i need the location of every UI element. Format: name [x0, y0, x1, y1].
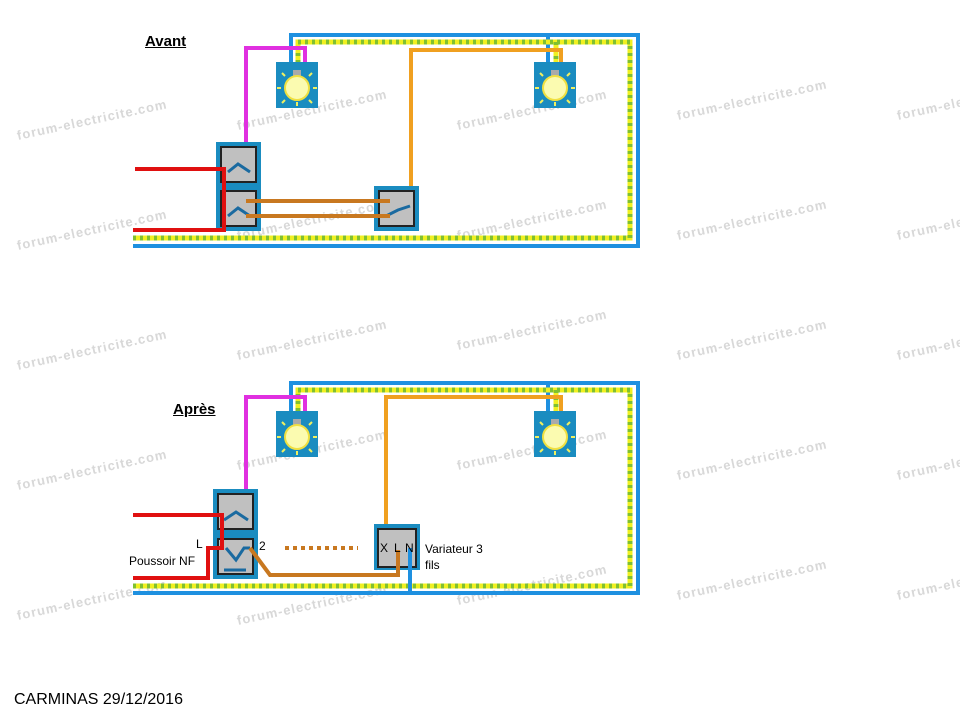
lamp-icon [533, 410, 577, 458]
neutral-wire [133, 381, 640, 595]
after-title: Après [173, 401, 216, 418]
terminal-x: X [380, 541, 388, 555]
phase-wire [133, 167, 226, 232]
dimmer-label-line1: Variateur 3 [425, 542, 483, 556]
author-date: CARMINAS 29/12/2016 [14, 691, 183, 708]
return-wire-magenta [244, 46, 307, 157]
switch-right [373, 185, 420, 232]
phase-wire [133, 513, 224, 548]
return-wire-magenta [244, 395, 307, 510]
pushbutton-nf [212, 533, 259, 580]
return-wire-orange [384, 395, 563, 540]
return-wire-orange [409, 48, 563, 210]
pushbutton-label: Poussoir NF [129, 554, 196, 568]
terminal-n: N [405, 541, 414, 555]
phase-wire [133, 546, 224, 580]
lamp-icon [275, 61, 319, 109]
lamp-icon [533, 61, 577, 109]
brown-wire [248, 546, 400, 577]
after-diagram: X L N [133, 381, 640, 595]
label-l: L [196, 537, 203, 551]
dimmer-label-line2: fils [425, 558, 440, 572]
label-2: 2 [259, 539, 266, 553]
before-title: Avant [145, 33, 187, 50]
terminal-l: L [394, 541, 401, 555]
before-diagram [133, 33, 640, 248]
lamp-icon [275, 410, 319, 458]
